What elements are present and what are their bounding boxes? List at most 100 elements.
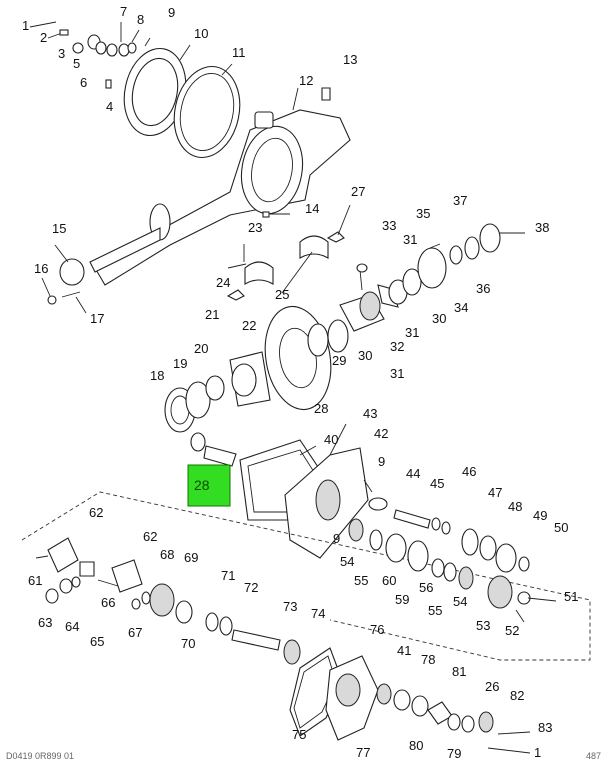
- callout-c31c[interactable]: 31: [390, 366, 404, 381]
- callout-c79[interactable]: 79: [447, 746, 461, 761]
- callout-c74[interactable]: 74: [311, 606, 325, 621]
- callout-c65[interactable]: 65: [90, 634, 104, 649]
- callout-c11[interactable]: 11: [232, 45, 246, 60]
- callout-c6[interactable]: 6: [80, 75, 87, 90]
- inter-axle-components: [35, 518, 557, 665]
- callout-c30b[interactable]: 30: [358, 348, 372, 363]
- callout-c29[interactable]: 29: [332, 353, 346, 368]
- callout-c73[interactable]: 73: [283, 599, 297, 614]
- callout-c31a[interactable]: 31: [403, 232, 417, 247]
- callout-c75[interactable]: 75: [292, 727, 306, 742]
- callout-c38[interactable]: 38: [535, 220, 549, 235]
- callout-c22[interactable]: 22: [242, 318, 256, 333]
- callout-c61[interactable]: 61: [28, 573, 42, 588]
- callout-c3[interactable]: 3: [58, 46, 65, 61]
- callout-c24[interactable]: 24: [216, 275, 230, 290]
- callout-c30a[interactable]: 30: [432, 311, 446, 326]
- fasteners-left: [41, 244, 87, 314]
- small-hardware-top-left: [29, 21, 151, 89]
- callout-c17[interactable]: 17: [90, 311, 104, 326]
- callout-c33[interactable]: 33: [382, 218, 396, 233]
- callout-c19[interactable]: 19: [173, 356, 187, 371]
- callout-c63[interactable]: 63: [38, 615, 52, 630]
- callout-c13[interactable]: 13: [343, 52, 357, 67]
- callout-c10[interactable]: 10: [194, 26, 208, 41]
- callout-c71[interactable]: 71: [221, 568, 235, 583]
- callout-c83[interactable]: 83: [538, 720, 552, 735]
- callout-c31b[interactable]: 31: [405, 325, 419, 340]
- callout-c68[interactable]: 68: [160, 547, 174, 562]
- callout-c41[interactable]: 41: [397, 643, 411, 658]
- callout-c53[interactable]: 53: [476, 618, 490, 633]
- callout-c2[interactable]: 2: [40, 30, 47, 45]
- callout-c14[interactable]: 14: [305, 201, 319, 216]
- callout-c69[interactable]: 69: [184, 550, 198, 565]
- callout-c40[interactable]: 40: [324, 432, 338, 447]
- callout-c23[interactable]: 23: [248, 220, 262, 235]
- footer-reference-left: D0419 0R899 01: [6, 751, 74, 761]
- callout-c70[interactable]: 70: [181, 636, 195, 651]
- callout-c8[interactable]: 8: [137, 12, 144, 27]
- axle-cover-and-gasket: [123, 44, 241, 159]
- callout-c46[interactable]: 46: [462, 464, 476, 479]
- callout-c67[interactable]: 67: [128, 625, 142, 640]
- callout-c72[interactable]: 72: [244, 580, 258, 595]
- callout-c42[interactable]: 42: [374, 426, 388, 441]
- callout-c25[interactable]: 25: [275, 287, 289, 302]
- callout-c34[interactable]: 34: [454, 300, 468, 315]
- callout-c62b[interactable]: 62: [143, 529, 157, 544]
- callout-c9c[interactable]: 9: [333, 531, 340, 546]
- callout-c82[interactable]: 82: [510, 688, 524, 703]
- callout-c18[interactable]: 18: [150, 368, 164, 383]
- callout-c20[interactable]: 20: [194, 341, 208, 356]
- callout-c9a[interactable]: 9: [168, 5, 175, 20]
- callout-c78[interactable]: 78: [421, 652, 435, 667]
- callout-c54a[interactable]: 54: [340, 554, 354, 569]
- callout-c51[interactable]: 51: [564, 589, 578, 604]
- output-housing: [289, 647, 531, 754]
- callout-c16[interactable]: 16: [34, 261, 48, 276]
- callout-c76[interactable]: 76: [370, 622, 384, 637]
- callout-c5[interactable]: 5: [73, 56, 80, 71]
- callout-c50[interactable]: 50: [554, 520, 568, 535]
- callout-c32[interactable]: 32: [390, 339, 404, 354]
- callout-c47[interactable]: 47: [488, 485, 502, 500]
- highlight-box[interactable]: [187, 464, 231, 507]
- callout-c80[interactable]: 80: [409, 738, 423, 753]
- callout-c15[interactable]: 15: [52, 221, 66, 236]
- callout-c56[interactable]: 56: [419, 580, 433, 595]
- callout-c45[interactable]: 45: [430, 476, 444, 491]
- callout-c59[interactable]: 59: [395, 592, 409, 607]
- callout-c26[interactable]: 26: [485, 679, 499, 694]
- callout-c36[interactable]: 36: [476, 281, 490, 296]
- callout-c54b[interactable]: 54: [453, 594, 467, 609]
- callout-c48[interactable]: 48: [508, 499, 522, 514]
- callout-c37[interactable]: 37: [453, 193, 467, 208]
- callout-c7[interactable]: 7: [120, 4, 127, 19]
- callout-c66[interactable]: 66: [101, 595, 115, 610]
- callout-c64[interactable]: 64: [65, 619, 79, 634]
- callout-c35[interactable]: 35: [416, 206, 430, 221]
- callout-c60[interactable]: 60: [382, 573, 396, 588]
- highlight-label: 28: [194, 477, 210, 493]
- callout-c1b[interactable]: 1: [534, 745, 541, 760]
- highlighted-part-28[interactable]: 28: [187, 464, 231, 507]
- callout-c28a[interactable]: 28: [314, 401, 328, 416]
- bearing-caps: [226, 204, 351, 301]
- callout-c9b[interactable]: 9: [378, 454, 385, 469]
- callout-c12[interactable]: 12: [299, 73, 313, 88]
- callout-c77[interactable]: 77: [356, 745, 370, 760]
- callout-c27[interactable]: 27: [351, 184, 365, 199]
- callout-c49[interactable]: 49: [533, 508, 547, 523]
- callout-c55a[interactable]: 55: [354, 573, 368, 588]
- callout-c1a[interactable]: 1: [22, 18, 29, 33]
- callout-c81[interactable]: 81: [452, 664, 466, 679]
- callout-c21[interactable]: 21: [205, 307, 219, 322]
- callout-c43[interactable]: 43: [363, 406, 377, 421]
- callout-c62a[interactable]: 62: [89, 505, 103, 520]
- callout-c4[interactable]: 4: [106, 99, 113, 114]
- callout-c44[interactable]: 44: [406, 466, 420, 481]
- callout-c52[interactable]: 52: [505, 623, 519, 638]
- callout-c55b[interactable]: 55: [428, 603, 442, 618]
